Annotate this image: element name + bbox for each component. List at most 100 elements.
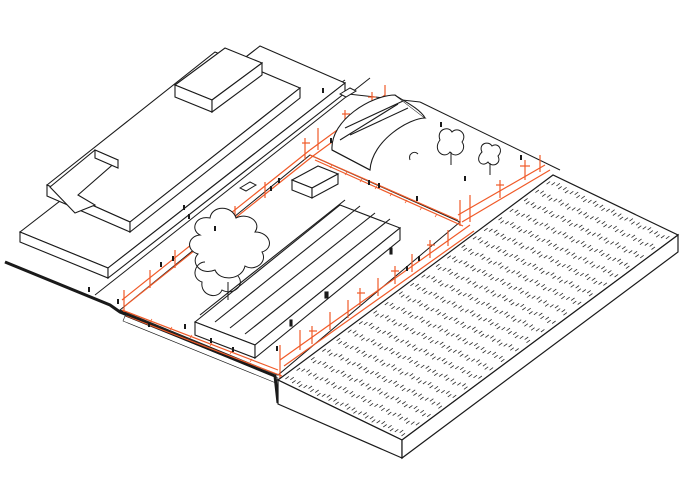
water-hatch-dash bbox=[404, 417, 409, 421]
water-hatch-dash bbox=[303, 384, 308, 389]
water-hatch-dash bbox=[314, 376, 319, 380]
water-hatch-dash bbox=[437, 312, 442, 316]
water-hatch-dash bbox=[447, 393, 452, 398]
water-hatch-dash bbox=[540, 270, 545, 275]
water-hatch-dash bbox=[381, 420, 386, 425]
water-hatch-dash bbox=[383, 392, 388, 396]
water-hatch-dash bbox=[347, 329, 352, 333]
water-hatch-dash bbox=[445, 377, 450, 381]
water-hatch-dash bbox=[485, 334, 490, 338]
water-hatch-dash bbox=[493, 354, 498, 359]
water-hatch-dash bbox=[532, 218, 537, 222]
water-hatch-dash bbox=[433, 292, 438, 296]
water-hatch-dash bbox=[477, 362, 482, 366]
water-hatch-dash bbox=[503, 298, 508, 302]
water-hatch-dash bbox=[483, 227, 488, 232]
water-hatch-dash bbox=[389, 428, 394, 432]
water-hatch-dash bbox=[492, 261, 497, 265]
water-hatch-dash bbox=[427, 323, 432, 327]
water-hatch-dash bbox=[440, 389, 445, 394]
water-hatch-dash bbox=[497, 262, 502, 266]
water-hatch-dash bbox=[468, 248, 473, 252]
water-hatch-dash bbox=[411, 376, 416, 380]
water-hatch-dash bbox=[587, 199, 592, 204]
water-hatch-dash bbox=[495, 245, 500, 250]
water-hatch-dash bbox=[337, 386, 342, 390]
water-hatch-dash bbox=[589, 261, 594, 265]
water-hatch-dash bbox=[444, 284, 449, 288]
water-hatch-dash bbox=[387, 411, 392, 416]
water-hatch-dash bbox=[563, 280, 568, 284]
water-hatch-dash bbox=[418, 303, 423, 307]
water-hatch-dash bbox=[397, 400, 402, 404]
water-hatch-dash bbox=[635, 222, 640, 226]
water-hatch-dash bbox=[591, 277, 596, 281]
water-hatch-dash bbox=[403, 323, 408, 328]
water-hatch-dash bbox=[495, 277, 500, 282]
water-hatch-dash bbox=[603, 282, 608, 286]
water-hatch-dash bbox=[402, 310, 407, 315]
water-hatch-dash bbox=[363, 367, 368, 371]
water-hatch-dash bbox=[471, 358, 476, 362]
water-hatch-dash bbox=[416, 286, 421, 291]
water-hatch-dash bbox=[384, 315, 389, 319]
water-hatch-dash bbox=[519, 335, 524, 340]
water-hatch-dash bbox=[423, 335, 428, 340]
water-hatch-dash bbox=[554, 291, 559, 296]
water-hatch-dash bbox=[410, 421, 415, 425]
water-hatch-dash bbox=[405, 295, 410, 299]
water-hatch-dash bbox=[510, 302, 515, 306]
water-hatch-dash bbox=[500, 220, 505, 224]
water-hatch-dash bbox=[381, 362, 386, 366]
water-hatch-dash bbox=[351, 394, 356, 398]
water-hatch-dash bbox=[457, 292, 462, 296]
water-hatch-dash bbox=[401, 432, 406, 437]
water-hatch-dash bbox=[329, 365, 334, 370]
water-hatch-dash bbox=[461, 383, 466, 387]
water-hatch-dash bbox=[571, 252, 576, 256]
water-hatch-dash bbox=[407, 298, 412, 302]
water-hatch-dash bbox=[418, 393, 423, 397]
water-hatch-dash bbox=[443, 374, 448, 378]
water-hatch-dash bbox=[397, 368, 402, 372]
water-hatch-dash bbox=[445, 390, 450, 395]
water-hatch-dash bbox=[510, 347, 515, 351]
water-hatch-dash bbox=[465, 277, 470, 281]
water-hatch-dash bbox=[496, 326, 501, 330]
water-hatch-dash bbox=[530, 327, 535, 331]
water-hatch-dash bbox=[598, 281, 603, 285]
water-hatch-dash bbox=[492, 306, 497, 310]
water-hatch-dash bbox=[411, 344, 416, 348]
water-hatch-dash bbox=[549, 304, 554, 308]
water-hatch-dash bbox=[614, 228, 619, 233]
water-hatch-dash bbox=[363, 353, 368, 358]
water-hatch-dash bbox=[533, 311, 538, 316]
water-hatch-dash bbox=[515, 303, 520, 307]
water-hatch-dash bbox=[496, 339, 501, 343]
water-hatch-dash bbox=[369, 416, 374, 420]
water-hatch-dash bbox=[387, 424, 392, 429]
water-hatch-dash bbox=[477, 237, 482, 241]
water-hatch-dash bbox=[307, 372, 312, 376]
water-hatch-dash bbox=[411, 389, 416, 393]
water-hatch-dash bbox=[516, 271, 521, 275]
water-hatch-dash bbox=[395, 351, 400, 356]
water-hatch-dash bbox=[463, 386, 468, 390]
water-hatch-dash bbox=[502, 236, 507, 240]
water-hatch-dash bbox=[623, 262, 628, 266]
water-hatch-dash bbox=[607, 270, 612, 274]
water-hatch-dash bbox=[462, 324, 467, 329]
water-hatch-dash bbox=[546, 181, 551, 185]
water-hatch-dash bbox=[439, 328, 444, 332]
water-hatch-dash bbox=[594, 248, 599, 253]
water-hatch-dash bbox=[390, 396, 395, 400]
water-hatch-dash bbox=[407, 356, 412, 361]
water-hatch-dash bbox=[446, 345, 451, 349]
water-hatch-dash bbox=[425, 352, 430, 356]
water-hatch-dash bbox=[511, 270, 516, 274]
water-hatch-dash bbox=[478, 317, 483, 321]
water-hatch-dash bbox=[501, 281, 506, 286]
water-hatch-dash bbox=[360, 337, 365, 341]
long-hall-building bbox=[193, 199, 402, 360]
